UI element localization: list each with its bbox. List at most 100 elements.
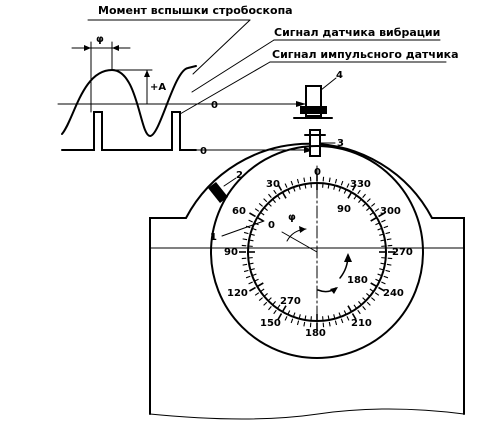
- inner-tick: [347, 305, 353, 313]
- outer-label-60: 60: [232, 206, 246, 217]
- zero-pulse-label: 0: [200, 146, 207, 157]
- marker-1: 1: [210, 220, 265, 243]
- outer-tick: [242, 263, 248, 266]
- outer-dial-circle: [210, 145, 424, 359]
- outer-tick: [366, 198, 371, 203]
- outer-tick: [366, 301, 371, 306]
- vibration-sensor-4: 4: [293, 70, 343, 119]
- outer-tick: [290, 180, 294, 186]
- pulse-train: [61, 111, 197, 151]
- sine-wave: [61, 65, 197, 138]
- outer-tick: [243, 269, 249, 273]
- outer-label-30: 30: [266, 179, 280, 190]
- reference-lines: φ: [281, 165, 318, 331]
- inner-label-0: 0: [268, 220, 275, 231]
- inner-tick: [281, 191, 287, 199]
- amplitude-label: +A: [150, 82, 166, 93]
- outer-tick: [296, 320, 300, 326]
- outer-tick: [249, 212, 256, 218]
- inner-tick: [281, 305, 287, 313]
- outer-tick: [386, 238, 392, 241]
- strobe-flash-label: Момент вспышки стробоскопа: [98, 4, 293, 17]
- outer-label-240: 240: [383, 288, 404, 299]
- outer-tick: [268, 306, 272, 311]
- outer-tick: [296, 178, 300, 184]
- outer-tick: [248, 219, 253, 223]
- outer-tick: [383, 275, 389, 279]
- marker-1-label: 1: [210, 232, 217, 243]
- inner-tick: [347, 191, 353, 199]
- outer-tick: [290, 318, 294, 324]
- outer-tick: [273, 189, 277, 195]
- outer-tick: [263, 301, 268, 306]
- outer-tick: [254, 292, 260, 296]
- outer-tick: [303, 321, 306, 327]
- outer-tick: [378, 212, 385, 218]
- outer-tick: [371, 297, 376, 301]
- outer-tick: [362, 306, 366, 311]
- inner-label-90: 90: [337, 204, 351, 215]
- outer-tick: [381, 281, 386, 285]
- sensor-3-label: 3: [337, 138, 344, 149]
- outer-label-120: 120: [227, 288, 248, 299]
- outer-tick: [357, 309, 361, 315]
- strobe-lamp-2: 2: [208, 170, 243, 203]
- outer-tick: [340, 318, 344, 324]
- pulse-waveform: 0: [61, 111, 315, 157]
- outer-tick: [351, 184, 357, 191]
- outer-tick: [346, 316, 350, 321]
- phase-dimension: φ: [71, 34, 131, 113]
- outer-label-150: 150: [260, 318, 281, 329]
- outer-tick: [334, 320, 338, 326]
- rotation-arrows: [317, 253, 352, 294]
- outer-tick: [254, 208, 260, 212]
- outer-tick: [249, 286, 256, 292]
- outer-tick: [258, 203, 263, 207]
- zero-vibration-label: 0: [211, 100, 218, 111]
- outer-tick: [381, 219, 386, 223]
- outer-label-330: 330: [350, 179, 371, 190]
- outer-tick: [284, 316, 288, 321]
- outer-label-270: 270: [392, 247, 413, 258]
- lamp-2-label: 2: [236, 170, 243, 181]
- amplitude-dimension: +A: [111, 69, 166, 105]
- outer-tick: [277, 184, 283, 191]
- sensor-4-label: 4: [336, 70, 343, 81]
- outer-tick: [383, 225, 389, 229]
- outer-label-210: 210: [351, 318, 372, 329]
- outer-tick: [328, 321, 331, 327]
- outer-tick: [268, 193, 272, 198]
- outer-tick: [346, 183, 350, 188]
- outer-tick: [245, 275, 251, 279]
- outer-tick: [374, 208, 380, 212]
- outer-tick: [385, 231, 391, 235]
- outer-tick: [242, 238, 248, 241]
- outer-tick: [340, 180, 344, 186]
- vibration-waveform: 0: [57, 65, 307, 138]
- outer-tick: [386, 263, 392, 266]
- vibration-signal-label: Сигнал датчика вибрации: [274, 26, 440, 39]
- outer-tick: [374, 292, 380, 296]
- pulse-signal-label: Сигнал импульсного датчика: [272, 48, 459, 61]
- outer-tick: [351, 313, 357, 320]
- outer-label-300: 300: [380, 206, 401, 217]
- outer-scale-labels: 0 30 60 90 120 150 180 210 240 270 300 3…: [224, 167, 413, 339]
- pulse-sensor-3: 3: [304, 129, 344, 157]
- inner-tick: [256, 282, 264, 288]
- inner-scale-labels: 90 180 270 0: [268, 204, 368, 307]
- inner-tick: [256, 216, 264, 222]
- outer-label-90: 90: [224, 247, 238, 258]
- outer-tick: [277, 313, 283, 320]
- phi-top-label: φ: [96, 34, 104, 45]
- outer-tick: [357, 189, 361, 195]
- inner-label-180: 180: [347, 275, 368, 286]
- outer-tick: [248, 281, 253, 285]
- outer-tick: [385, 269, 391, 273]
- outer-tick: [273, 309, 277, 315]
- inner-tick: [370, 282, 378, 288]
- outer-tick: [243, 231, 249, 235]
- outer-tick: [303, 177, 306, 183]
- header-lines: Момент вспышки стробоскопа Сигнал датчик…: [87, 4, 459, 115]
- outer-tick: [258, 297, 263, 301]
